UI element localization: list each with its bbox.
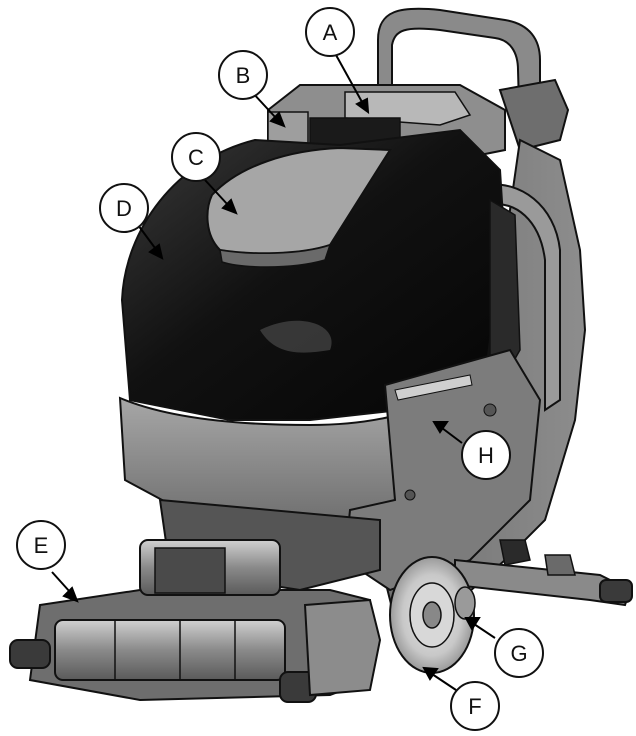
- callout-f: F: [450, 681, 500, 731]
- callout-d: D: [99, 183, 149, 233]
- handle: [377, 7, 570, 152]
- svg-text:C: C: [188, 145, 204, 170]
- svg-text:F: F: [468, 694, 481, 719]
- svg-text:G: G: [510, 641, 527, 666]
- svg-text:B: B: [236, 63, 251, 88]
- callout-c: C: [171, 132, 221, 182]
- svg-text:H: H: [478, 443, 494, 468]
- drive-wheel: [389, 556, 475, 674]
- callout-h: H: [461, 430, 511, 480]
- callout-a: A: [305, 7, 355, 57]
- callout-b: B: [218, 50, 268, 100]
- callout-e: E: [16, 520, 66, 570]
- svg-text:A: A: [323, 20, 338, 45]
- scrub-deck: [9, 539, 382, 703]
- recovery-tank-lid: [206, 146, 392, 268]
- svg-text:D: D: [116, 196, 132, 221]
- squeegee-assembly: [454, 539, 633, 607]
- svg-text:E: E: [34, 533, 49, 558]
- callout-g: G: [494, 628, 544, 678]
- rear-caster: [454, 586, 476, 620]
